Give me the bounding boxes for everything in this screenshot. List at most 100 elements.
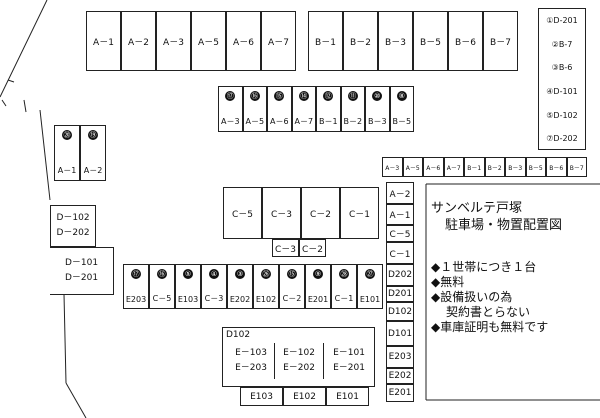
title-line: サンベルテ戸塚 bbox=[431, 201, 523, 216]
parking-space: D202 bbox=[386, 264, 414, 286]
storage-unit: ㉗ E101 bbox=[357, 264, 383, 309]
space-label: E202 bbox=[229, 295, 251, 304]
note-item: 契約書とらない bbox=[446, 305, 531, 319]
parking-space: C－1 bbox=[340, 187, 379, 239]
parking-space: E202 bbox=[386, 368, 414, 384]
storage-unit: E101 bbox=[326, 387, 369, 406]
storage-unit: E102 bbox=[283, 387, 326, 406]
parking-space: A－6 bbox=[226, 11, 261, 71]
parking-space: E201 bbox=[386, 384, 414, 402]
storage-unit: ⑰ A－3 bbox=[218, 86, 243, 132]
space-number-badge: ⑩ bbox=[372, 91, 383, 101]
parking-space: C－5 bbox=[223, 187, 262, 239]
space-label: C－2 bbox=[282, 294, 302, 303]
note-item: ◆車庫証明も無料です bbox=[431, 320, 549, 334]
storage-unit: A－3 bbox=[382, 157, 403, 177]
space-number-badge: ⑯ bbox=[157, 269, 167, 279]
parking-space: A－2 bbox=[121, 11, 156, 71]
space-label: E－103 bbox=[235, 348, 267, 358]
parking-space: C－1 bbox=[386, 242, 414, 264]
parking-space: C－3 bbox=[272, 239, 299, 257]
space-number-badge: ⑯ bbox=[249, 91, 260, 101]
parking-e-col1: E－103 E－203 bbox=[228, 343, 274, 379]
parking-space: B－6 bbox=[448, 11, 483, 71]
legend-item: ④D-101 bbox=[546, 87, 578, 97]
space-label: E－101 bbox=[333, 348, 365, 358]
space-label: D102 bbox=[226, 330, 251, 340]
parking-space: A－3 bbox=[156, 11, 191, 71]
parking-e-col3: E－101 E－201 bbox=[324, 343, 374, 379]
space-number-badge: ㉖ bbox=[261, 269, 271, 279]
space-label: E103 bbox=[177, 295, 199, 304]
space-label: E203 bbox=[125, 295, 147, 304]
title-line: 駐車場・物置配置図 bbox=[445, 218, 563, 233]
space-label: A－7 bbox=[294, 117, 314, 126]
space-number-badge: ㉗ bbox=[365, 269, 375, 279]
legend-item: ②B-7 bbox=[551, 39, 573, 49]
space-label: E201 bbox=[307, 295, 329, 304]
space-label: D－101 bbox=[64, 258, 99, 268]
space-label: D－102 bbox=[56, 213, 90, 223]
storage-unit: A－5 bbox=[402, 157, 423, 177]
parking-space: D101 bbox=[386, 321, 414, 346]
storage-unit: B－5 bbox=[525, 157, 546, 177]
space-number-badge: ④ bbox=[209, 269, 219, 279]
space-label: B－5 bbox=[392, 117, 412, 126]
parking-space: C－2 bbox=[301, 187, 340, 239]
space-label: A－1 bbox=[57, 166, 77, 175]
space-number-badge: ⑰ bbox=[225, 91, 236, 101]
space-label: E101 bbox=[359, 295, 381, 304]
space-number-badge: ⑧ bbox=[396, 91, 407, 101]
storage-unit: ⑮ A－6 bbox=[267, 86, 292, 132]
storage-unit: E103 bbox=[240, 387, 283, 406]
parking-space: A－1 bbox=[86, 11, 121, 71]
space-label: A－3 bbox=[220, 117, 240, 126]
note-item: ◆無料 bbox=[431, 275, 465, 289]
space-label: E－201 bbox=[333, 363, 365, 373]
space-number-badge: ⑮ bbox=[274, 91, 285, 101]
storage-unit: ⑯ A－5 bbox=[242, 86, 267, 132]
parking-space: D102 bbox=[386, 302, 414, 321]
space-number-badge: ⑫ bbox=[323, 91, 334, 101]
space-label: A－6 bbox=[269, 117, 289, 126]
storage-unit: B－1 bbox=[464, 157, 485, 177]
space-number-badge: ⑲ bbox=[88, 130, 98, 140]
parking-space: A－2 bbox=[386, 182, 414, 204]
storage-unit: B－7 bbox=[566, 157, 587, 177]
legend-item: ⑦D-202 bbox=[546, 134, 578, 144]
parking-space: B－5 bbox=[413, 11, 448, 71]
space-label: D－202 bbox=[56, 228, 90, 238]
storage-unit: ⑯ C－5 bbox=[149, 264, 175, 309]
storage-unit: B－6 bbox=[546, 157, 567, 177]
space-label: E－203 bbox=[235, 363, 267, 373]
space-label: B－1 bbox=[318, 117, 338, 126]
parking-e-col2: E－102 E－202 bbox=[274, 343, 324, 379]
storage-unit: B－3 bbox=[505, 157, 526, 177]
parking-space: C－3 bbox=[262, 187, 301, 239]
parking-space: B－2 bbox=[343, 11, 378, 71]
space-label: A－5 bbox=[245, 117, 265, 126]
notes-list: ◆１世帯につき１台 ◆無料 ◆設備扱いの為 契約書とらない ◆車庫証明も無料です bbox=[431, 260, 548, 335]
storage-unit: B－2 bbox=[484, 157, 505, 177]
space-number-badge: ⑤ bbox=[183, 269, 193, 279]
parking-space: A－5 bbox=[191, 11, 226, 71]
parking-space: C－2 bbox=[299, 239, 326, 257]
parking-d-bottom: D－101 D－201 bbox=[50, 247, 114, 295]
space-label: B－2 bbox=[343, 117, 363, 126]
parking-space: B－3 bbox=[378, 11, 413, 71]
space-label: E－102 bbox=[283, 348, 315, 358]
space-label: E－202 bbox=[283, 363, 315, 373]
space-label: C－5 bbox=[152, 294, 172, 303]
storage-unit: A－7 bbox=[443, 157, 464, 177]
storage-unit: ⑫ B－1 bbox=[316, 86, 341, 132]
space-label: C－3 bbox=[204, 294, 224, 303]
